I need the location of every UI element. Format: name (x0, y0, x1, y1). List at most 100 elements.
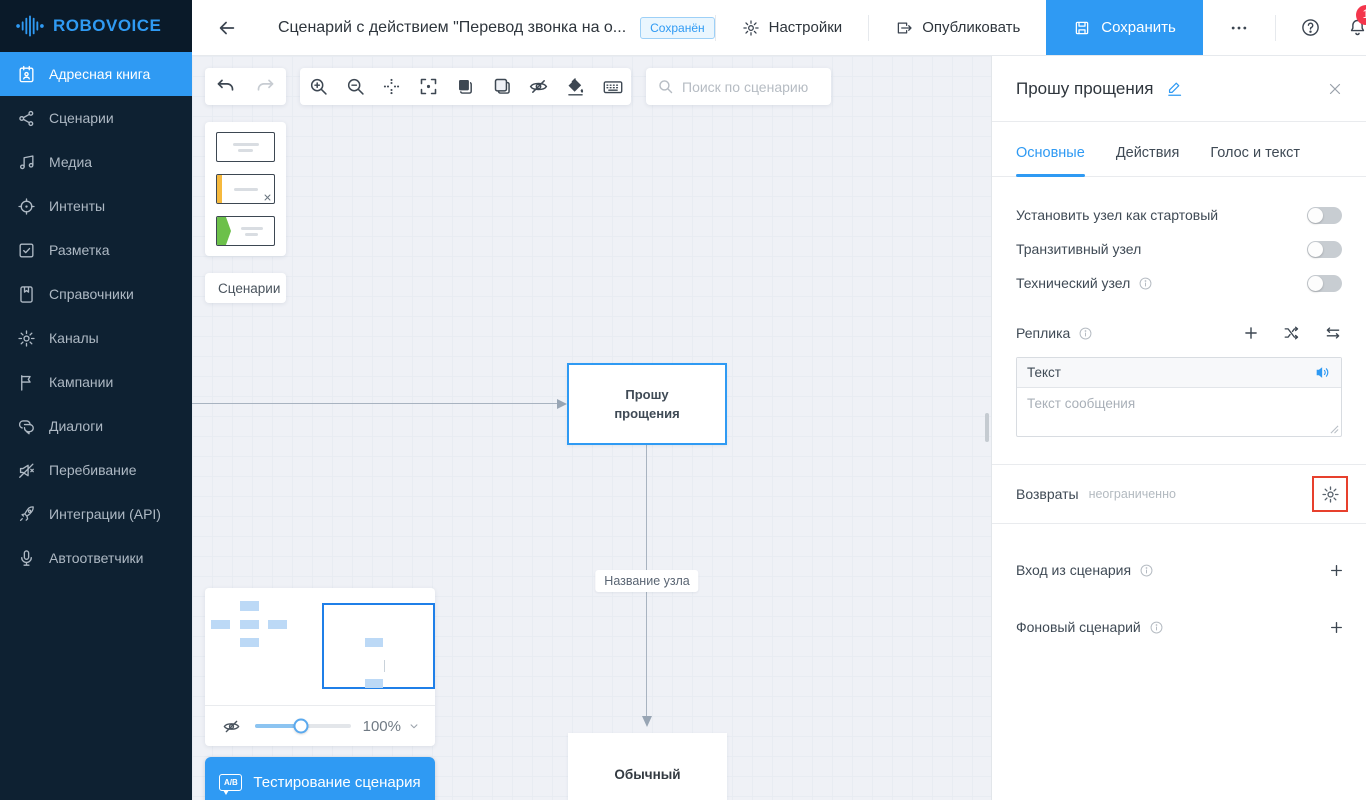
returns-value: неограниченно (1088, 487, 1176, 501)
panel-divider (992, 464, 1366, 465)
more-menu-button[interactable] (1203, 18, 1275, 38)
focus-node-button[interactable] (412, 70, 446, 104)
minimap-node (365, 679, 383, 688)
node-bottom[interactable]: Обычный (568, 733, 727, 800)
sidebar-item-integrations[interactable]: Интеграции (API) (0, 492, 192, 536)
share-icon (17, 109, 36, 128)
search-input[interactable] (682, 78, 822, 95)
edge-label[interactable]: Название узла (595, 570, 699, 592)
copy-outline-button[interactable] (485, 70, 519, 104)
node-main[interactable]: Прошу прощения (567, 363, 727, 445)
notifications-button[interactable]: 1 (1347, 5, 1366, 38)
minimap[interactable]: 100% (205, 588, 435, 746)
tab-voice-text[interactable]: Голос и текст (1210, 145, 1301, 161)
close-panel-button[interactable] (1326, 80, 1344, 98)
incoming-edge-arrowhead (557, 399, 567, 409)
publish-button[interactable]: Опубликовать (869, 0, 1046, 55)
ab-test-chat-icon: A/B (219, 773, 243, 795)
test-scenario-button[interactable]: A/B Тестирование сценария (205, 757, 435, 800)
hide-elements-button[interactable] (522, 70, 556, 104)
help-button[interactable] (1300, 17, 1321, 38)
sidebar-item-label: Кампании (49, 374, 114, 390)
edit-title-button[interactable] (1166, 80, 1183, 97)
speaker-icon[interactable] (1314, 364, 1331, 381)
info-icon[interactable] (1149, 620, 1164, 635)
sidebar-item-label: Автоответчики (49, 550, 144, 566)
center-view-button[interactable] (375, 70, 409, 104)
returns-label: Возвраты (1016, 486, 1079, 502)
sidebar-item-markup[interactable]: Разметка (0, 228, 192, 272)
technical-node-toggle[interactable] (1307, 274, 1342, 292)
palette-node-start[interactable] (216, 216, 275, 246)
tab-main[interactable]: Основные (1016, 145, 1085, 177)
add-scenario-entry-button[interactable] (1328, 562, 1345, 579)
palette-node-exit[interactable] (216, 174, 275, 204)
redo-button[interactable] (249, 70, 283, 104)
add-background-scenario-button[interactable] (1328, 619, 1345, 636)
settings-button[interactable]: Настройки (716, 0, 869, 55)
sidebar-item-scenarios[interactable]: Сценарии (0, 96, 192, 140)
background-scenario-label: Фоновый сценарий (1016, 619, 1141, 635)
minimap-view[interactable] (205, 588, 435, 705)
sidebar-item-references[interactable]: Справочники (0, 272, 192, 316)
minimap-node (240, 601, 259, 611)
undo-button[interactable] (208, 70, 242, 104)
scenario-search (646, 68, 831, 105)
panel-tabs: Основные Действия Голос и текст (992, 122, 1366, 177)
zoom-level-value[interactable]: 100% (362, 717, 401, 735)
transitive-node-toggle[interactable] (1307, 240, 1342, 258)
toggle-minimap-button[interactable] (219, 714, 243, 738)
start-node-toggle[interactable] (1307, 206, 1342, 224)
toggle-label: Установить узел как стартовый (1016, 207, 1219, 223)
sidebar-item-address-book[interactable]: Адресная книга (0, 52, 192, 96)
sidebar-item-channels[interactable]: Каналы (0, 316, 192, 360)
copy-filled-button[interactable] (448, 70, 482, 104)
sidebar-item-intents[interactable]: Интенты (0, 184, 192, 228)
address-book-icon (17, 65, 36, 84)
microphone-icon (17, 549, 36, 568)
toggle-label: Технический узел (1016, 275, 1131, 291)
floppy-save-icon (1073, 19, 1091, 37)
thumb-line (232, 142, 259, 146)
minimap-viewport[interactable] (322, 603, 435, 689)
keyboard-shortcuts-button[interactable] (596, 70, 630, 104)
sidebar-item-label: Перебивание (49, 462, 137, 478)
zoom-slider-handle[interactable] (293, 718, 309, 734)
sidebar: ROBOVOICE Адресная книга Сценарии Медиа … (0, 0, 192, 800)
zoom-out-button[interactable] (338, 70, 372, 104)
rocket-icon (17, 505, 36, 524)
brand-logo[interactable]: ROBOVOICE (0, 0, 192, 52)
node-main-label: Прошу прощения (614, 386, 680, 422)
info-icon[interactable] (1078, 326, 1093, 341)
add-replica-button[interactable] (1242, 324, 1260, 342)
replica-message-input[interactable] (1017, 388, 1341, 436)
info-icon[interactable] (1139, 563, 1154, 578)
zoom-in-button[interactable] (301, 70, 335, 104)
replica-text-box: Текст (1016, 357, 1342, 437)
sidebar-item-media[interactable]: Медиа (0, 140, 192, 184)
fill-color-button[interactable] (559, 70, 593, 104)
thumb-yellow-bar (217, 175, 222, 203)
back-button[interactable] (216, 17, 238, 39)
sidebar-item-interruption[interactable]: Перебивание (0, 448, 192, 492)
close-icon (264, 194, 271, 201)
shuffle-replica-button[interactable] (1283, 324, 1301, 342)
sidebar-item-dialogs[interactable]: Диалоги (0, 404, 192, 448)
palette-node-plain[interactable] (216, 132, 275, 162)
swap-replica-button[interactable] (1324, 324, 1342, 342)
info-icon[interactable] (1138, 276, 1153, 291)
sidebar-item-campaigns[interactable]: Кампании (0, 360, 192, 404)
zoom-slider-fill (255, 724, 301, 728)
save-button[interactable]: Сохранить (1046, 0, 1203, 55)
replica-field-header: Текст (1017, 358, 1341, 388)
returns-settings-button[interactable] (1321, 485, 1340, 504)
scenario-canvas[interactable]: Сценарии Название узла Прошу прощения Об… (192, 56, 991, 800)
sidebar-item-autoresponders[interactable]: Автоответчики (0, 536, 192, 580)
node-toggles: Установить узел как стартовый Транзитивн… (992, 177, 1366, 293)
zoom-slider[interactable] (255, 718, 351, 734)
search-icon (657, 78, 674, 95)
tab-actions[interactable]: Действия (1115, 145, 1180, 161)
panel-scrollbar-thumb[interactable] (985, 413, 989, 442)
palette-group-label[interactable]: Сценарии (205, 273, 286, 303)
zoom-chevron-down-icon[interactable] (407, 719, 421, 733)
